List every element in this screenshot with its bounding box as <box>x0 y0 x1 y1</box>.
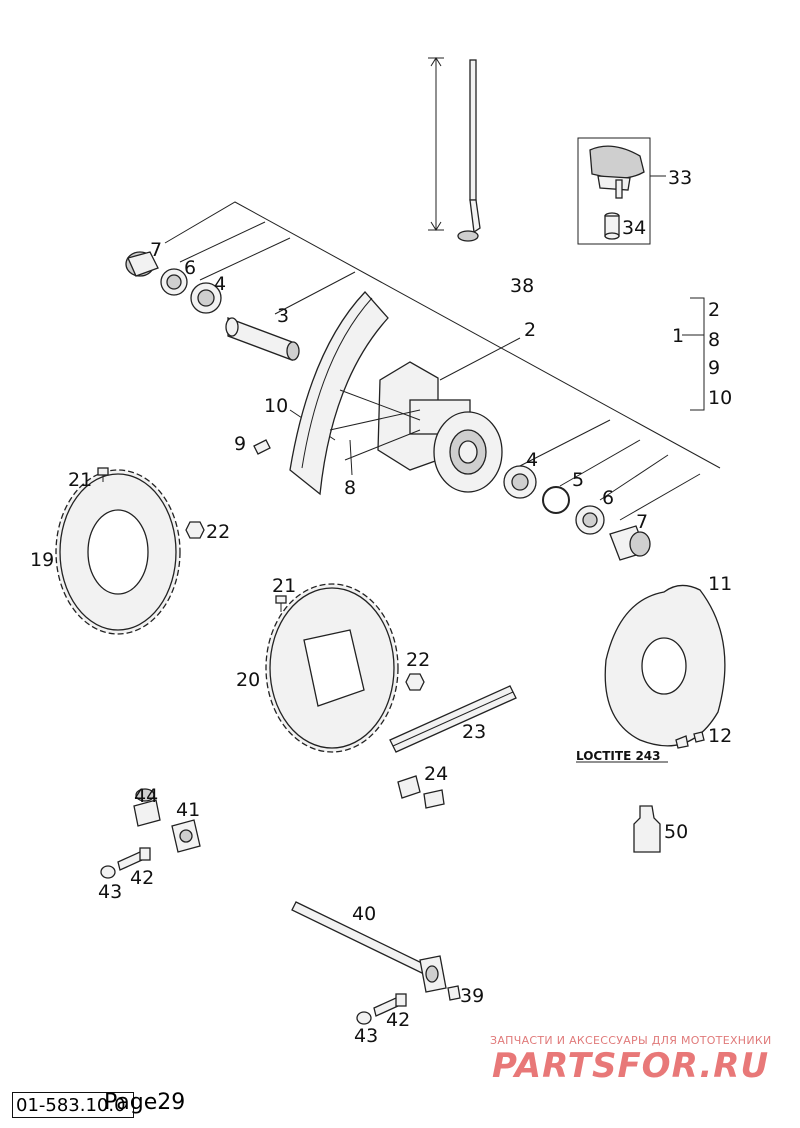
label-11: 11 <box>708 573 732 595</box>
nut-22-top <box>185 521 205 539</box>
label-20: 20 <box>236 669 260 691</box>
label-50: 50 <box>664 821 688 843</box>
label-42-upper: 42 <box>130 867 154 889</box>
label-22-mid: 22 <box>406 649 430 671</box>
spoke-nipple-9 <box>253 439 271 455</box>
rim-section <box>289 291 389 496</box>
watermark-tagline: ЗАПЧАСТИ И АКСЕССУАРЫ ДЛЯ МОТОТЕХНИКИ <box>490 1034 772 1047</box>
document-number: 01-583.10.0 <box>12 1092 134 1118</box>
label-33: 33 <box>668 167 692 189</box>
spoke <box>428 57 481 242</box>
label-1-sub-8: 8 <box>708 329 720 351</box>
label-8: 8 <box>344 477 356 499</box>
leader-lines <box>164 201 721 521</box>
label-34: 34 <box>622 217 646 239</box>
label-4-right: 4 <box>526 449 538 471</box>
label-1-sub-10: 10 <box>708 387 732 409</box>
chain-adjuster-41 <box>171 819 201 853</box>
nut-43-lower <box>356 1011 372 1025</box>
label-21-mid: 21 <box>272 575 296 597</box>
nut-22-mid <box>405 673 425 691</box>
label-5: 5 <box>572 469 584 491</box>
distance-tube-3 <box>225 317 300 361</box>
label-6-top-left: 6 <box>184 257 196 279</box>
bolt-21-mid <box>275 595 287 612</box>
axle-40 <box>291 901 447 993</box>
seal-6-left <box>160 268 188 296</box>
brake-disc-11 <box>604 584 726 747</box>
chain-link-24 <box>397 775 445 809</box>
screw-12 <box>675 731 705 749</box>
label-3: 3 <box>277 305 289 327</box>
label-4-top-left: 4 <box>214 273 226 295</box>
label-1-sub-2: 2 <box>708 299 720 321</box>
label-22-top: 22 <box>206 521 230 543</box>
label-40: 40 <box>352 903 376 925</box>
label-10: 10 <box>264 395 288 417</box>
label-19: 19 <box>30 549 54 571</box>
sprocket-20 <box>265 583 399 753</box>
nut-39 <box>447 985 461 1001</box>
loctite-note: LOCTITE 243 <box>576 749 661 763</box>
valve-assembly <box>577 137 666 245</box>
bolt-42-upper <box>117 847 151 871</box>
label-39: 39 <box>460 985 484 1007</box>
nut-43-upper <box>100 865 116 879</box>
page-number: Page29 <box>104 1090 186 1115</box>
seal-6-right <box>575 505 605 535</box>
loctite-bottle-50 <box>633 805 661 853</box>
chain-adjuster-44 <box>133 788 161 827</box>
spacer-7-left <box>125 251 159 277</box>
label-7-top-left: 7 <box>150 239 162 261</box>
label-43-upper: 43 <box>98 881 122 903</box>
watermark-brand: PARTSFOR.RU <box>492 1046 770 1086</box>
bolt-42-lower <box>373 993 407 1017</box>
sprocket-19 <box>55 469 181 635</box>
chain-23 <box>389 685 517 753</box>
label-1: 1 <box>672 325 684 347</box>
bolt-21-top <box>97 467 109 482</box>
label-41: 41 <box>176 799 200 821</box>
label-44: 44 <box>134 785 158 807</box>
label-42-lower: 42 <box>386 1009 410 1031</box>
bearing-4-right <box>503 465 537 499</box>
label-7-right: 7 <box>636 511 648 533</box>
label-6-right: 6 <box>602 487 614 509</box>
bearing-4-left <box>190 282 222 314</box>
label-38: 38 <box>510 275 534 297</box>
circlip-5 <box>542 486 570 514</box>
label-2: 2 <box>524 319 536 341</box>
hub <box>329 361 503 493</box>
label-12: 12 <box>708 725 732 747</box>
label-23: 23 <box>462 721 486 743</box>
label-43-lower: 43 <box>354 1025 378 1047</box>
label-9: 9 <box>234 433 246 455</box>
label-1-sub-9: 9 <box>708 357 720 379</box>
spacer-7-right <box>609 525 651 561</box>
label-21-top: 21 <box>68 469 92 491</box>
label-24: 24 <box>424 763 448 785</box>
